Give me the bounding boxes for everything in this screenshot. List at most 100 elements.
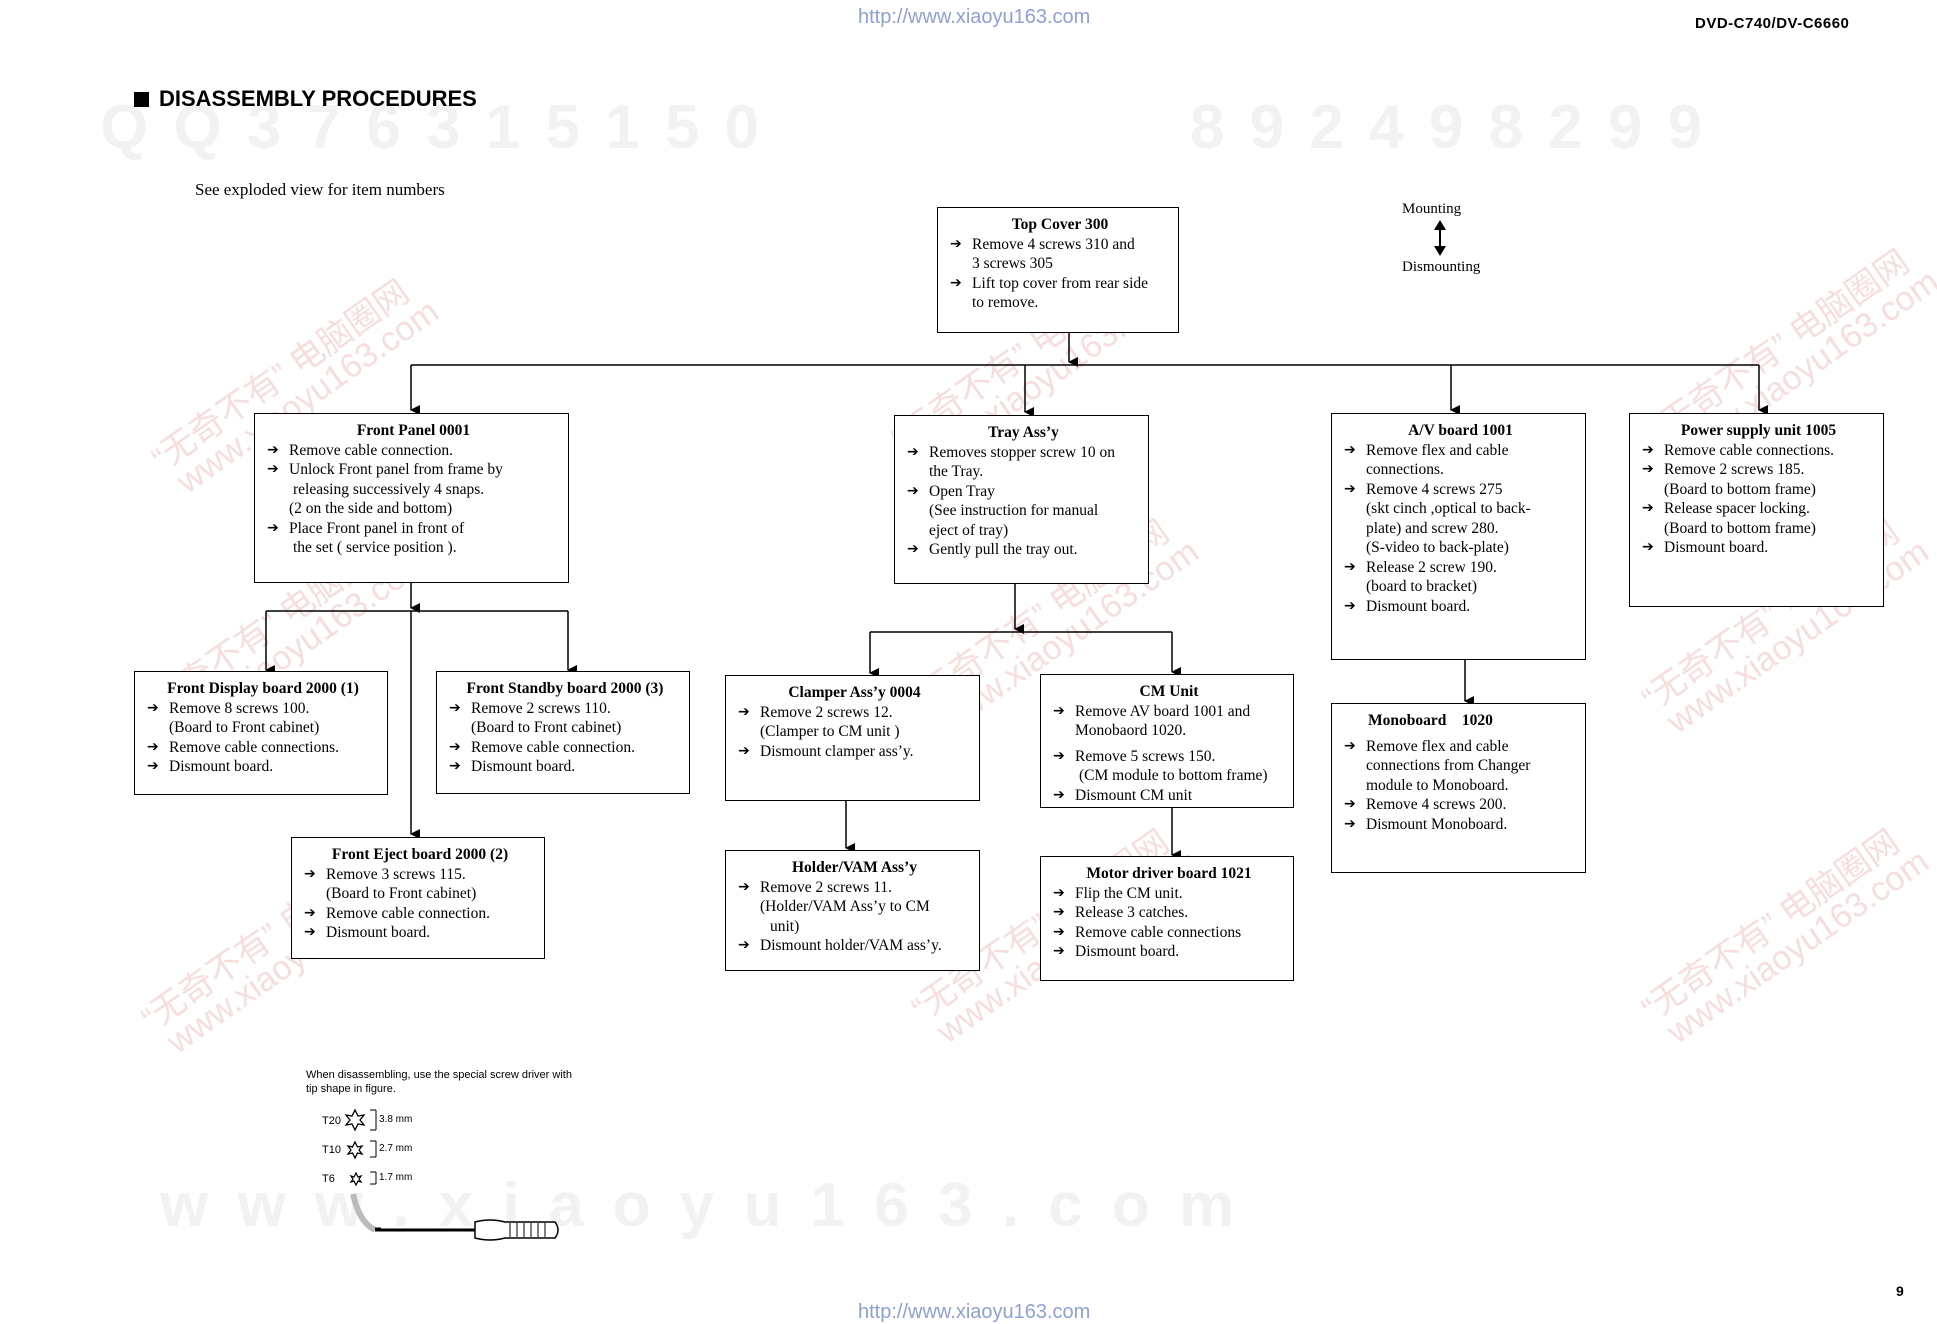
step: Remove cable connections bbox=[1053, 923, 1285, 943]
watermark-site: w w w . x i a o y u 1 6 3 . c o m bbox=[160, 1171, 1241, 1240]
step-continued: the Tray. bbox=[929, 463, 984, 480]
step: Remove 4 screws 310 and bbox=[950, 235, 1170, 255]
step-continued: Monobaord 1020. bbox=[1075, 722, 1187, 739]
step-continued: (Board to bottom frame) bbox=[1664, 480, 1816, 498]
box-title: Top Cover 300 bbox=[1011, 216, 1109, 233]
front-standby-box: Front Standby board 2000 (3) Remove 2 sc… bbox=[436, 671, 690, 794]
step-continued: unit) bbox=[770, 917, 800, 935]
step-continued: (Board to Front cabinet) bbox=[326, 885, 477, 902]
step: Dismount board. bbox=[449, 757, 681, 777]
front-eject-box: Front Eject board 2000 (2) Remove 3 scre… bbox=[291, 837, 545, 959]
torx-t6-icon bbox=[349, 1171, 363, 1187]
step: Remove cable connections. bbox=[1642, 441, 1875, 461]
step-continued: (2 on the side and bottom) bbox=[289, 500, 453, 517]
step-continued: (Holder/VAM Ass’y to CM bbox=[760, 898, 930, 915]
motor-driver-box: Motor driver board 1021 Flip the CM unit… bbox=[1040, 856, 1294, 981]
watermark-phone: 8 9 2 4 9 8 2 9 9 bbox=[1190, 93, 1707, 162]
legend-mounting: Mounting bbox=[1402, 201, 1462, 217]
torx-t10-icon bbox=[346, 1140, 364, 1160]
page-number: 9 bbox=[1896, 1283, 1904, 1299]
power-supply-box: Power supply unit 1005 Remove cable conn… bbox=[1629, 413, 1884, 607]
step-continued: connections from Changer bbox=[1366, 757, 1531, 774]
box-title: Front Panel 0001 bbox=[356, 422, 471, 439]
step-continued: connections. bbox=[1366, 461, 1444, 478]
footer-url-link[interactable]: http://www.xiaoyu163.com bbox=[858, 1301, 1091, 1323]
double-arrow-icon bbox=[1434, 220, 1446, 256]
step: Dismount board. bbox=[304, 923, 536, 943]
step-continued: (Clamper to CM unit ) bbox=[760, 723, 900, 740]
step: Remove 4 screws 275 bbox=[1344, 480, 1577, 500]
box-title: Tray Ass’y bbox=[988, 424, 1059, 441]
step-continued: releasing successively 4 snaps. bbox=[293, 480, 485, 498]
step: Remove 8 screws 100. bbox=[147, 699, 379, 719]
step: Flip the CM unit. bbox=[1053, 884, 1285, 904]
step: Remove 2 screws 11. bbox=[738, 878, 971, 898]
av-board-box: A/V board 1001 Remove flex and cable con… bbox=[1331, 413, 1586, 660]
step-continued: eject of tray) bbox=[929, 521, 1009, 539]
box-title: Front Eject board 2000 (2) bbox=[331, 846, 509, 863]
tool-note-line: When disassembling, use the special scre… bbox=[306, 1069, 572, 1081]
step: Remove cable connections. bbox=[147, 738, 379, 758]
bit-t6-label: T6 bbox=[322, 1173, 335, 1185]
step-continued: (skt cinch ,optical to back- bbox=[1366, 500, 1531, 517]
step: Release 2 screw 190. bbox=[1344, 558, 1577, 578]
square-bullet-icon bbox=[134, 91, 149, 107]
box-title: Clamper Ass’y 0004 bbox=[788, 684, 921, 701]
bit-t20-size: 3.8 mm bbox=[379, 1114, 413, 1125]
box-title: Front Display board 2000 (1) bbox=[167, 680, 359, 697]
box-title: Holder/VAM Ass’y bbox=[791, 859, 917, 876]
section-title-text: DISASSEMBLY PROCEDURES bbox=[159, 86, 477, 111]
step: Remove 3 screws 115. bbox=[304, 865, 536, 885]
clamper-assy-box: Clamper Ass’y 0004 Remove 2 screws 12. (… bbox=[725, 675, 980, 801]
bit-t6-size: 1.7 mm bbox=[379, 1172, 413, 1183]
step-continued: 3 screws 305 bbox=[972, 255, 1053, 272]
dimension-bracket-icon bbox=[370, 1109, 377, 1185]
bit-t10-size: 2.7 mm bbox=[379, 1143, 413, 1154]
bit-t20-label: T20 bbox=[322, 1115, 341, 1127]
step: Dismount board. bbox=[1642, 538, 1875, 558]
holder-vam-box: Holder/VAM Ass’y Remove 2 screws 11. (Ho… bbox=[725, 850, 980, 971]
torx-t20-icon bbox=[344, 1108, 366, 1132]
step-continued: plate) and screw 280. bbox=[1366, 519, 1499, 537]
header-url-link[interactable]: http://www.xiaoyu163.com bbox=[858, 6, 1091, 28]
step-continued: (See instruction for manual bbox=[929, 502, 1099, 519]
step-continued: (S-video to back-plate) bbox=[1366, 539, 1509, 556]
step: Release 3 catches. bbox=[1053, 903, 1285, 923]
watermark-qq: Q Q 3 7 6 3 1 5 1 5 0 bbox=[100, 93, 764, 162]
step: Remove cable connection. bbox=[449, 738, 681, 758]
step: Remove 2 screws 12. bbox=[738, 703, 971, 723]
step: Dismount holder/VAM ass’y. bbox=[738, 936, 971, 956]
step: Dismount Monoboard. bbox=[1344, 815, 1577, 835]
step-continued: (board to bracket) bbox=[1366, 578, 1478, 595]
tray-assy-box: Tray Ass’y Removes stopper screw 10 on t… bbox=[894, 415, 1149, 584]
step: Remove cable connection. bbox=[267, 441, 560, 461]
box-title: Front Standby board 2000 (3) bbox=[466, 680, 664, 697]
front-panel-box: Front Panel 0001 Remove cable connection… bbox=[254, 413, 569, 583]
cm-unit-box: CM Unit Remove AV board 1001 and Monobao… bbox=[1040, 674, 1294, 808]
step: Remove 2 screws 185. bbox=[1642, 460, 1875, 480]
box-title: A/V board 1001 bbox=[1408, 422, 1513, 439]
top-cover-box: Top Cover 300 Remove 4 screws 310 and 3 … bbox=[937, 207, 1179, 333]
step: Place Front panel in front of bbox=[267, 519, 560, 539]
tool-note-line: tip shape in figure. bbox=[306, 1083, 396, 1095]
step: Release spacer locking. bbox=[1642, 499, 1875, 519]
step: Dismount clamper ass’y. bbox=[738, 742, 971, 762]
box-title: CM Unit bbox=[1139, 683, 1199, 700]
step: Lift top cover from rear side bbox=[950, 274, 1170, 294]
step: Dismount board. bbox=[147, 757, 379, 777]
step-continued: (Board to Front cabinet) bbox=[169, 719, 320, 736]
step: Remove 5 screws 150. bbox=[1053, 747, 1285, 767]
step: Remove cable connection. bbox=[304, 904, 536, 924]
step-continued: (Board to bottom frame) bbox=[1664, 519, 1816, 537]
step: Removes stopper screw 10 on bbox=[907, 443, 1140, 463]
step: Open Tray bbox=[907, 482, 1140, 502]
tool-note: When disassembling, use the special scre… bbox=[306, 1068, 572, 1096]
step: Remove AV board 1001 and bbox=[1053, 702, 1285, 722]
step: Dismount board. bbox=[1344, 597, 1577, 617]
step: Remove flex and cable bbox=[1344, 737, 1577, 757]
monoboard-box: Monoboard 1020 Remove flex and cable con… bbox=[1331, 703, 1586, 873]
step: Remove 4 screws 200. bbox=[1344, 795, 1577, 815]
legend-dismounting: Dismounting bbox=[1402, 259, 1481, 275]
step-continued: to remove. bbox=[972, 294, 1039, 311]
